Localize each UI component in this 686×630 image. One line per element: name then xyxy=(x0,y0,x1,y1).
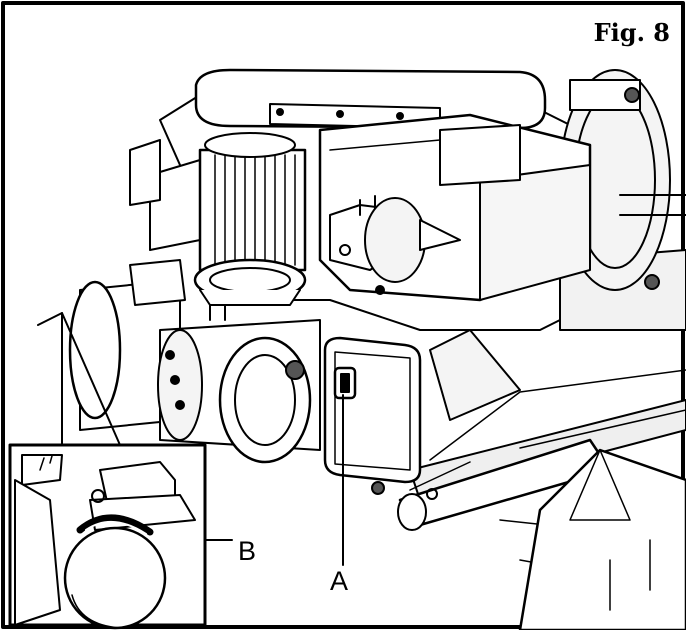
zoom-lines xyxy=(37,312,121,446)
top-arm xyxy=(194,68,547,130)
electric-motor xyxy=(129,132,307,306)
hydraulic-cylinder xyxy=(68,259,321,464)
callout-label-a: A xyxy=(330,566,349,596)
valve-block xyxy=(329,195,461,295)
switch-box xyxy=(323,336,422,495)
callout-label-b: B xyxy=(238,536,257,566)
figure-title: Fig. 8 xyxy=(591,18,672,47)
detail-inset xyxy=(8,443,207,630)
foot-pedal xyxy=(397,438,686,630)
